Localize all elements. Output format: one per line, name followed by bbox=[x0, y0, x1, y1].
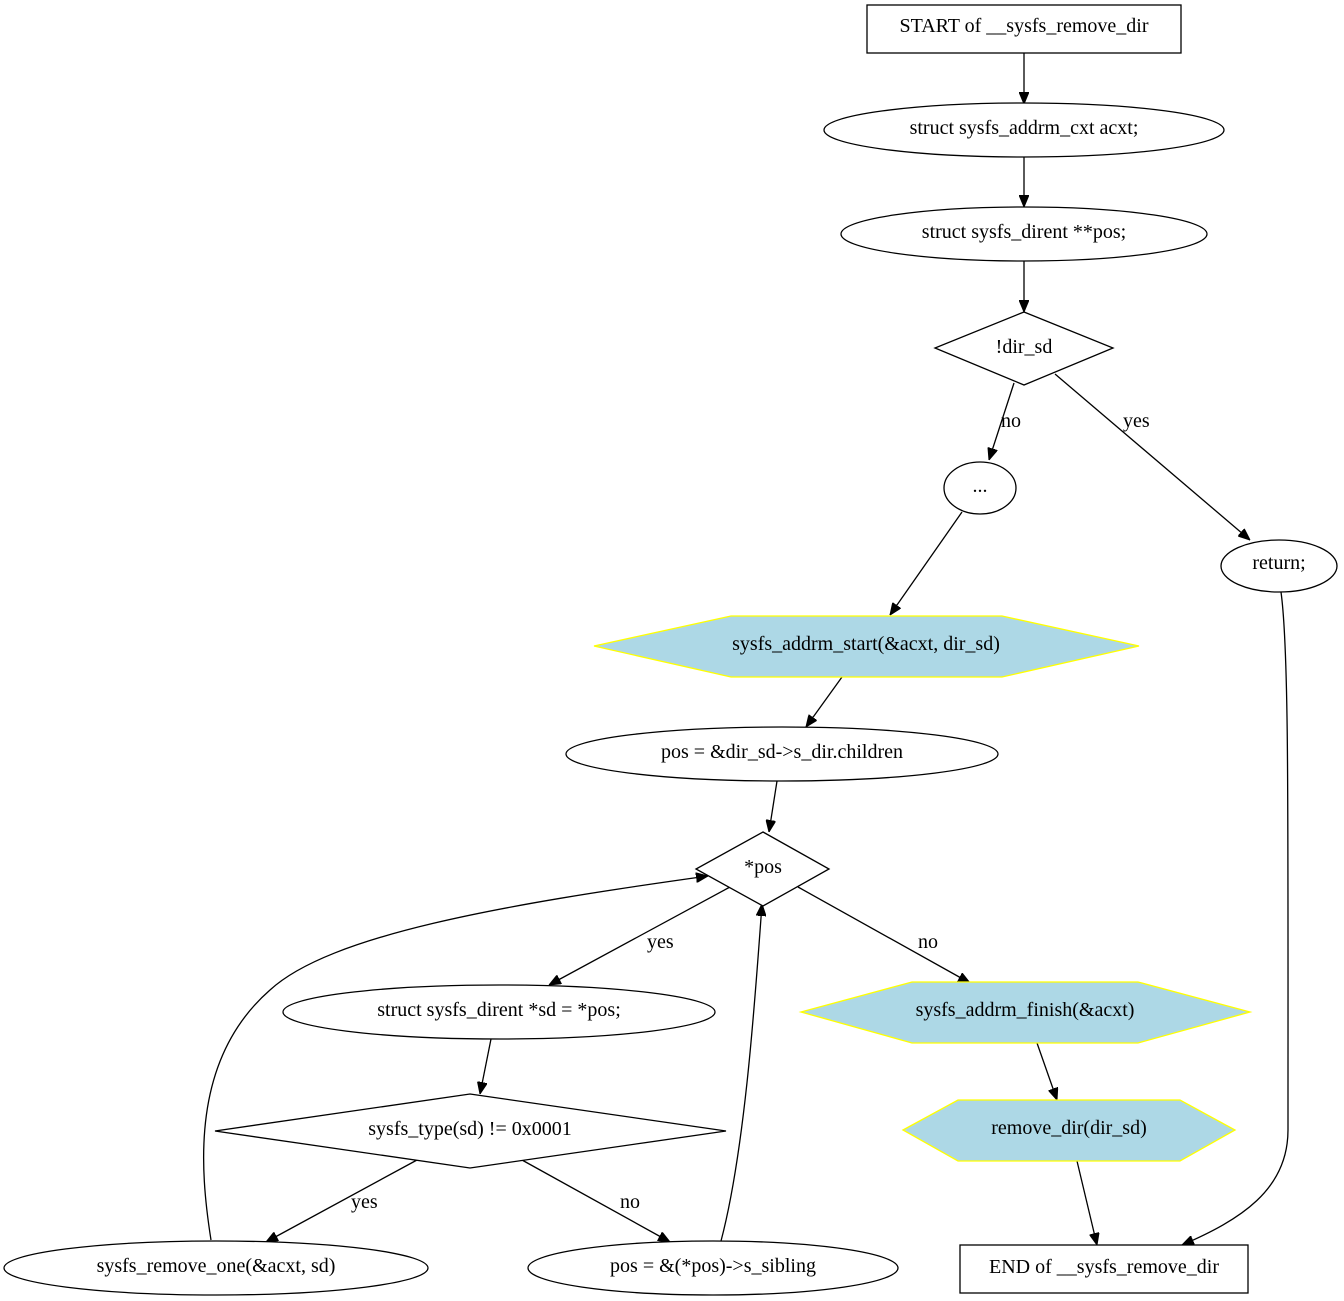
node-pos-assign: pos = &dir_sd->s_dir.children bbox=[565, 726, 999, 782]
edge-pos-sibling-loop bbox=[720, 904, 762, 1242]
node-remove-dir: remove_dir(dir_sd) bbox=[901, 1099, 1237, 1162]
edge-remove-one-loop bbox=[202, 876, 708, 1241]
node-start: START of __sysfs_remove_dir bbox=[866, 4, 1182, 54]
nodes: START of __sysfs_remove_dir struct sysfs… bbox=[3, 4, 1338, 1296]
node-cond-type: sysfs_type(sd) != 0x0001 bbox=[214, 1093, 727, 1169]
node-cond-pos-label: *pos bbox=[744, 856, 782, 878]
edge-labels: no yes yes no yes no bbox=[351, 410, 1150, 1213]
node-addrm-start: sysfs_addrm_start(&acxt, dir_sd) bbox=[593, 615, 1140, 678]
node-pos-sibling-label: pos = &(*pos)->s_sibling bbox=[610, 1255, 816, 1277]
node-end: END of __sysfs_remove_dir bbox=[959, 1244, 1249, 1294]
edge-addrm-finish-to-remove-dir bbox=[1036, 1042, 1057, 1100]
node-decl-pos-label: struct sysfs_dirent **pos; bbox=[922, 221, 1126, 243]
node-remove-dir-label: remove_dir(dir_sd) bbox=[991, 1117, 1147, 1139]
node-remove-one: sysfs_remove_one(&acxt, sd) bbox=[3, 1240, 429, 1296]
edge-label-type-no: no bbox=[620, 1191, 640, 1213]
edge-decl-sd-to-cond-type bbox=[480, 1038, 492, 1094]
node-remove-one-label: sysfs_remove_one(&acxt, sd) bbox=[97, 1255, 336, 1277]
node-pos-assign-label: pos = &dir_sd->s_dir.children bbox=[661, 741, 903, 763]
edge-remove-dir-to-end bbox=[1076, 1160, 1097, 1245]
node-decl-sd: struct sysfs_dirent *sd = *pos; bbox=[282, 984, 716, 1040]
edge-cond-type-yes bbox=[266, 1159, 418, 1242]
edge-cond-dir-sd-yes bbox=[1054, 373, 1250, 540]
node-decl-sd-label: struct sysfs_dirent *sd = *pos; bbox=[377, 999, 621, 1021]
node-ellipsis-label: ... bbox=[973, 475, 988, 497]
node-cond-dir-sd: !dir_sd bbox=[933, 311, 1115, 386]
edge-label-dir-sd-yes: yes bbox=[1123, 410, 1150, 432]
edge-cond-pos-yes bbox=[549, 886, 731, 985]
node-cond-pos: *pos bbox=[694, 831, 831, 907]
node-pos-sibling: pos = &(*pos)->s_sibling bbox=[527, 1240, 899, 1296]
edge-pos-assign-to-cond-pos bbox=[769, 780, 778, 832]
node-addrm-start-label: sysfs_addrm_start(&acxt, dir_sd) bbox=[732, 633, 1000, 655]
node-decl-acxt: struct sysfs_addrm_cxt acxt; bbox=[823, 102, 1225, 158]
edge-cond-dir-sd-no bbox=[989, 382, 1015, 460]
node-return: return; bbox=[1220, 539, 1338, 593]
edge-cond-pos-no bbox=[797, 886, 970, 983]
node-addrm-finish-label: sysfs_addrm_finish(&acxt) bbox=[916, 999, 1135, 1021]
edges bbox=[202, 53, 1289, 1246]
node-return-label: return; bbox=[1252, 552, 1305, 574]
node-start-label: START of __sysfs_remove_dir bbox=[899, 15, 1148, 37]
edge-return-to-end bbox=[1182, 591, 1289, 1246]
node-cond-type-label: sysfs_type(sd) != 0x0001 bbox=[368, 1118, 572, 1140]
node-cond-dir-sd-label: !dir_sd bbox=[996, 336, 1053, 358]
edge-addrm-start-to-pos-assign bbox=[806, 676, 843, 727]
node-decl-pos: struct sysfs_dirent **pos; bbox=[840, 206, 1208, 262]
edge-ellipsis-to-addrm-start bbox=[890, 511, 963, 615]
node-end-label: END of __sysfs_remove_dir bbox=[989, 1256, 1219, 1278]
edge-label-dir-sd-no: no bbox=[1001, 410, 1021, 432]
edge-cond-type-no bbox=[521, 1159, 670, 1242]
edge-label-pos-no: no bbox=[918, 931, 938, 953]
edge-label-type-yes: yes bbox=[351, 1191, 378, 1213]
node-ellipsis: ... bbox=[943, 461, 1017, 515]
node-decl-acxt-label: struct sysfs_addrm_cxt acxt; bbox=[910, 117, 1139, 139]
edge-label-pos-yes: yes bbox=[647, 931, 674, 953]
node-addrm-finish: sysfs_addrm_finish(&acxt) bbox=[798, 981, 1253, 1044]
